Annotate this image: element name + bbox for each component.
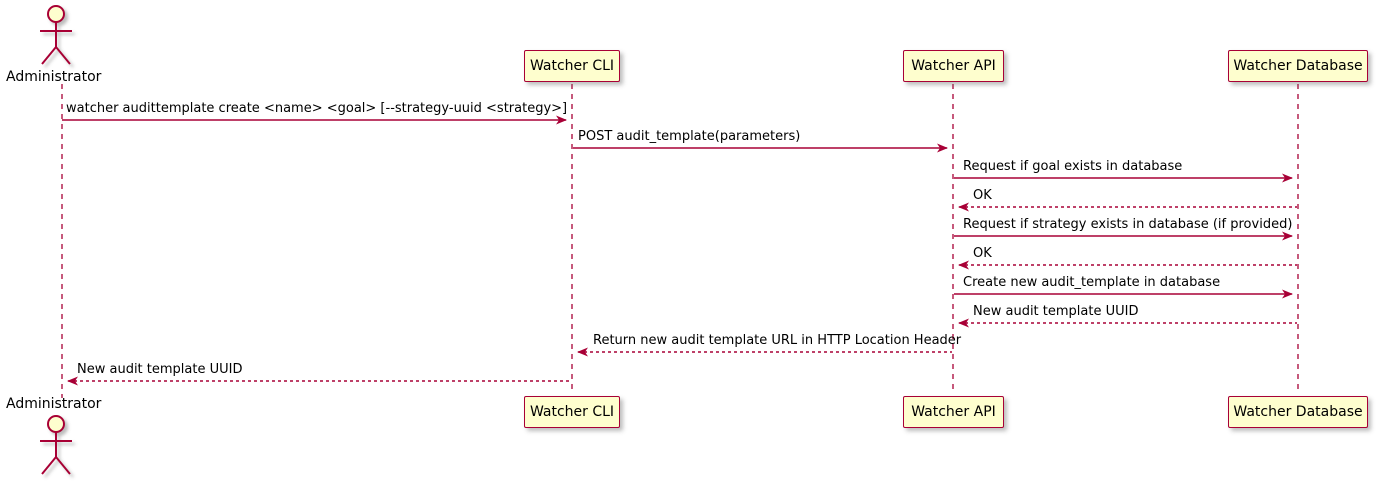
participant-label-watcher-api-bottom: Watcher API bbox=[911, 404, 996, 420]
message-label-10: New audit template UUID bbox=[77, 362, 243, 377]
participant-box-watcher-database-bottom[interactable]: Watcher Database bbox=[1228, 396, 1368, 428]
message-label-1: watcher audittemplate create <name> <goa… bbox=[66, 101, 568, 116]
message-label-9: Return new audit template URL in HTTP Lo… bbox=[593, 333, 962, 348]
participant-label-watcher-cli: Watcher CLI bbox=[529, 58, 615, 74]
message-label-8: New audit template UUID bbox=[973, 304, 1139, 319]
participant-box-watcher-cli-bottom[interactable]: Watcher CLI bbox=[524, 396, 620, 428]
message-label-2: POST audit_template(parameters) bbox=[578, 129, 801, 144]
participant-label-watcher-database-bottom: Watcher Database bbox=[1233, 404, 1363, 420]
participant-box-watcher-api-bottom[interactable]: Watcher API bbox=[903, 396, 1004, 428]
actor-administrator-top bbox=[40, 5, 72, 65]
actor-label-administrator-top: Administrator bbox=[6, 69, 102, 85]
message-label-6: OK bbox=[973, 246, 992, 261]
message-arrows bbox=[62, 115, 1297, 386]
message-label-7: Create new audit_template in database bbox=[963, 275, 1221, 290]
message-label-5: Request if strategy exists in database (… bbox=[963, 217, 1293, 232]
participant-label-watcher-database: Watcher Database bbox=[1233, 58, 1363, 74]
actor-label-administrator-bottom: Administrator bbox=[6, 396, 102, 412]
message-label-4: OK bbox=[973, 188, 992, 203]
lifelines bbox=[61, 84, 1299, 398]
message-label-3: Request if goal exists in database bbox=[963, 159, 1183, 174]
actor-administrator-bottom bbox=[40, 415, 72, 475]
participant-box-watcher-api-top[interactable]: Watcher API bbox=[903, 50, 1004, 82]
participant-label-watcher-cli-bottom: Watcher CLI bbox=[529, 404, 615, 420]
participant-box-watcher-database-top[interactable]: Watcher Database bbox=[1228, 50, 1368, 82]
participant-label-watcher-api: Watcher API bbox=[911, 58, 996, 74]
participant-box-watcher-cli-top[interactable]: Watcher CLI bbox=[524, 50, 620, 82]
